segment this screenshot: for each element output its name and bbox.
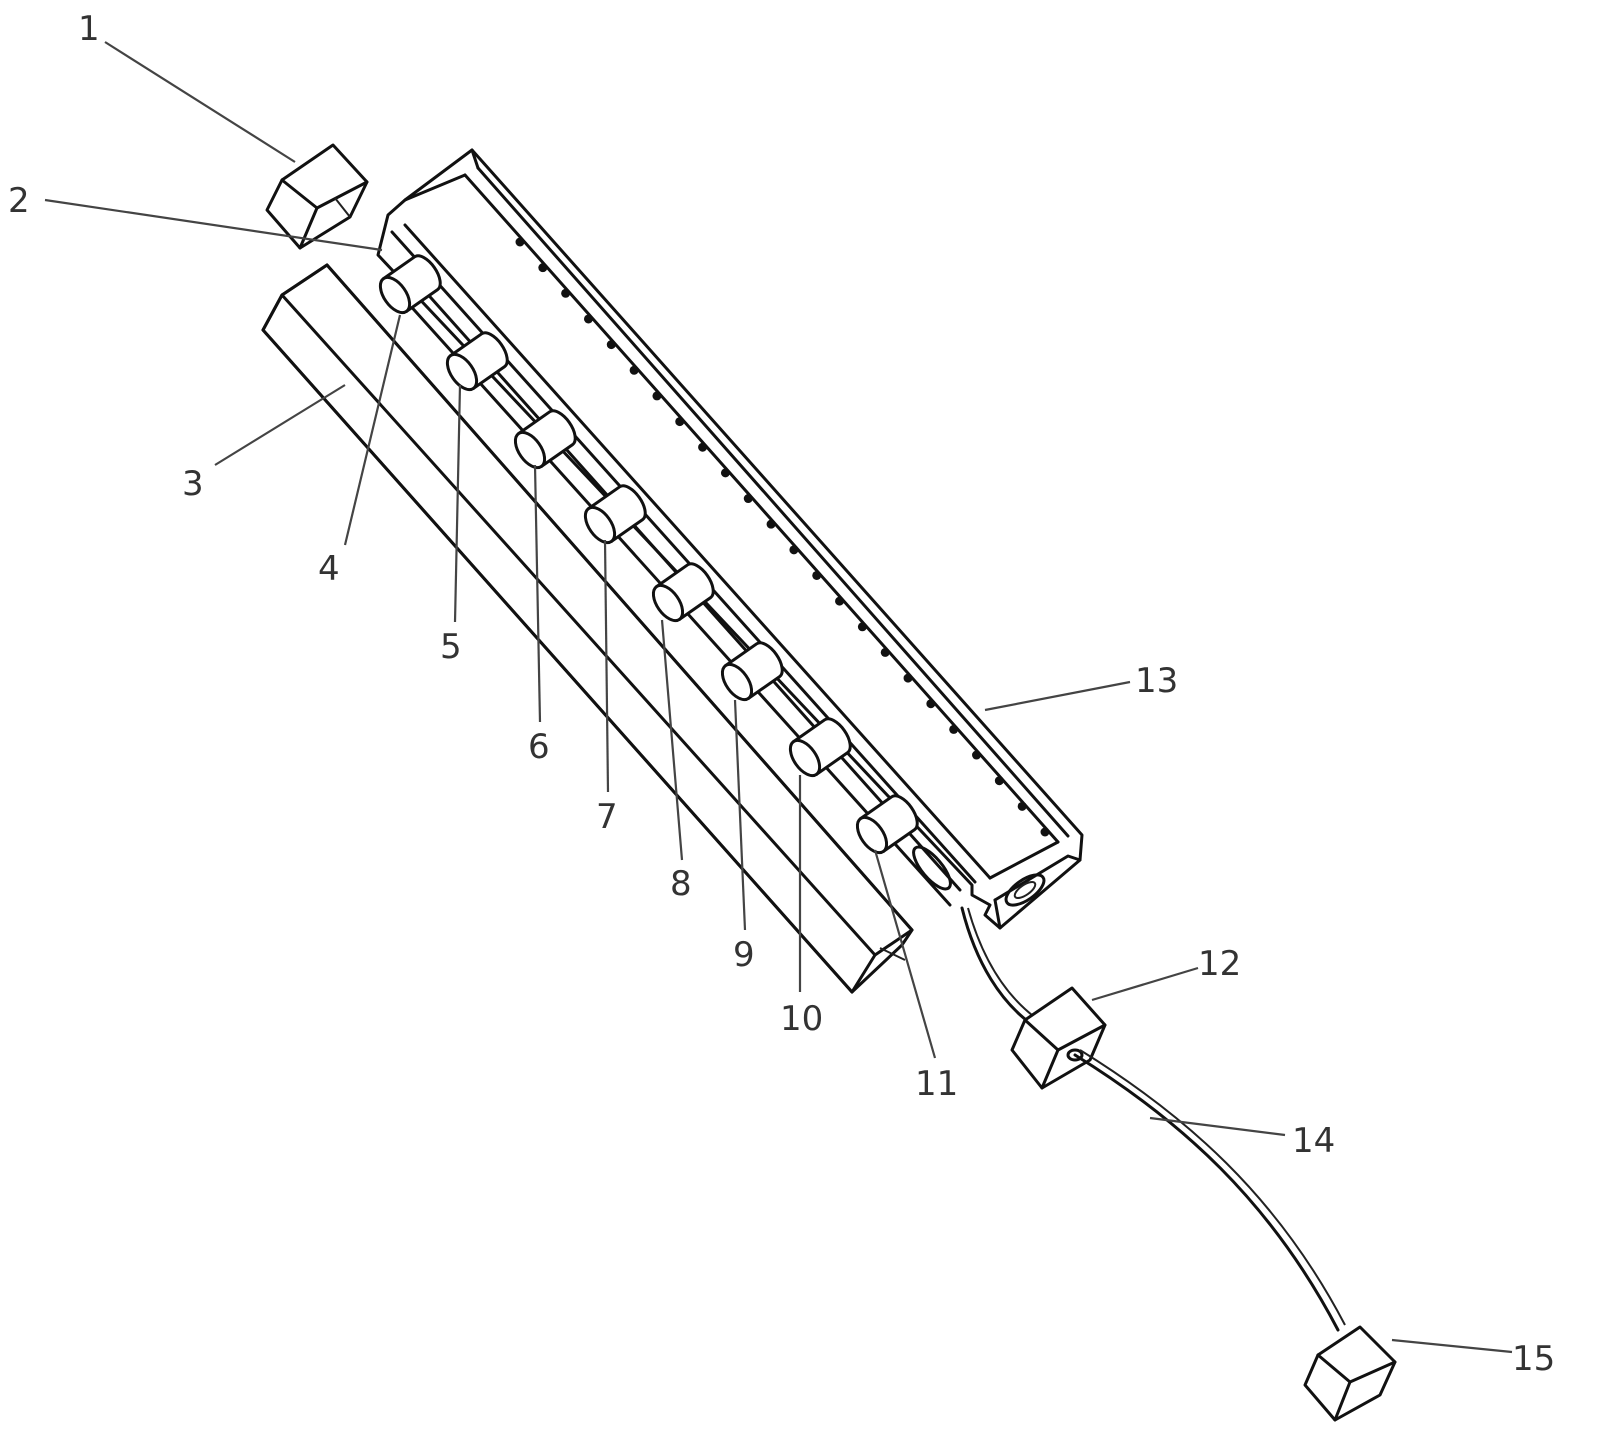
- led-strip: [375, 251, 960, 905]
- mounting-hole: [812, 571, 821, 580]
- label-15: 15: [1512, 1339, 1555, 1379]
- label-4: 4: [318, 549, 340, 589]
- mounting-hole: [972, 751, 981, 760]
- mounting-hole: [1018, 802, 1027, 811]
- label-9: 9: [733, 935, 755, 975]
- mounting-hole: [835, 597, 844, 606]
- mounting-hole: [652, 391, 661, 400]
- mounting-hole: [767, 520, 776, 529]
- label-14: 14: [1292, 1121, 1335, 1161]
- label-11: 11: [915, 1064, 958, 1104]
- mounting-hole: [538, 263, 547, 272]
- mounting-hole: [926, 699, 935, 708]
- label-7: 7: [596, 797, 618, 837]
- end-cap-1: [267, 145, 367, 248]
- label-12: 12: [1198, 944, 1241, 984]
- label-5: 5: [440, 627, 462, 667]
- mounting-hole: [904, 674, 913, 683]
- mounting-hole: [584, 314, 593, 323]
- mounting-hole: [698, 443, 707, 452]
- cable-inner: [968, 908, 1046, 1025]
- mounting-hole: [675, 417, 684, 426]
- mounting-hole: [561, 289, 570, 298]
- connector-12: [1012, 988, 1105, 1088]
- label-13: 13: [1135, 661, 1178, 701]
- mounting-hole: [516, 238, 525, 247]
- mounting-hole: [881, 648, 890, 657]
- label-1: 1: [78, 9, 100, 49]
- cable-14-inner: [1080, 1050, 1345, 1325]
- label-10: 10: [780, 999, 823, 1039]
- mounting-hole: [949, 725, 958, 734]
- mounting-hole: [630, 366, 639, 375]
- mounting-hole: [607, 340, 616, 349]
- mounting-hole: [744, 494, 753, 503]
- label-6: 6: [528, 727, 550, 767]
- label-3: 3: [182, 464, 204, 504]
- cable-14: [1075, 1055, 1338, 1330]
- mounting-hole: [721, 468, 730, 477]
- mounting-hole: [1041, 828, 1050, 837]
- mounting-hole: [789, 545, 798, 554]
- label-8: 8: [670, 864, 692, 904]
- label-2: 2: [8, 181, 30, 221]
- end-cap-15: [1305, 1327, 1395, 1420]
- mounting-hole: [995, 776, 1004, 785]
- mounting-hole: [858, 622, 867, 631]
